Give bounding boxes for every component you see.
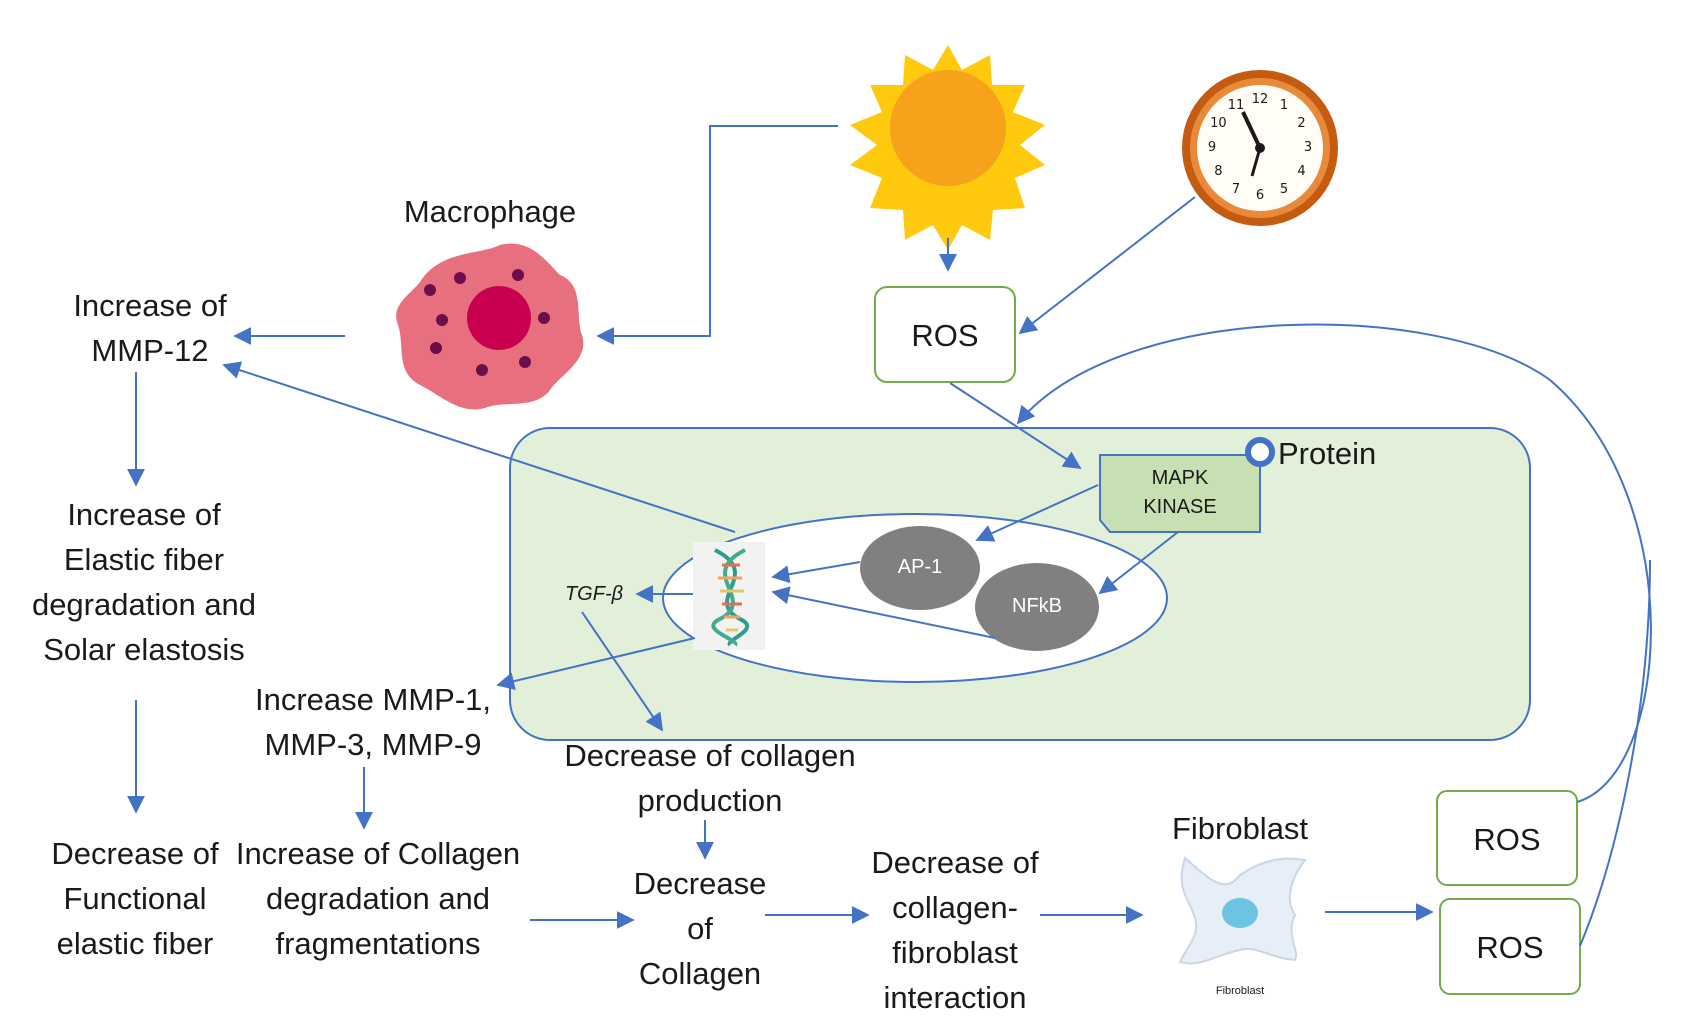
ap1-node (860, 526, 980, 610)
sun-icon (850, 45, 1045, 250)
clock-numeral: 5 (1279, 181, 1289, 197)
decrease-collagen-production-label: Decrease of collagen production (564, 738, 856, 818)
elastic-degradation-label: Increase of Elastic fiber degradation an… (31, 497, 257, 667)
protein-label: Protein (1278, 436, 1377, 471)
clock-numeral: 12 (1251, 92, 1269, 107)
dna-icon (693, 542, 765, 650)
arrow-ros-feedback-mid (1016, 323, 1652, 803)
arrow-ros-feedback-bottom (1579, 559, 1651, 947)
arrow-dna-to-mmp139 (496, 637, 696, 690)
clock-numeral: 10 (1210, 116, 1227, 131)
clock-numeral: 8 (1214, 164, 1223, 179)
clock-numeral: 4 (1297, 164, 1306, 179)
decrease-interaction-label: Decrease of collagen- fibroblast interac… (871, 845, 1039, 1015)
arrow-nfkb-to-dna (771, 586, 996, 639)
mapk-kinase-box (1099, 454, 1261, 533)
clock-numeral: 7 (1231, 181, 1241, 197)
ros-box-top (874, 286, 1016, 383)
tgf-beta-label: TGF-β (564, 583, 624, 605)
decrease-functional-elastic-label: Decrease of Functional elastic fiber (51, 836, 219, 961)
fibroblast-icon (1178, 856, 1307, 965)
clock-numeral: 1 (1279, 98, 1289, 114)
protein-marker-icon (1245, 437, 1275, 467)
arrows (127, 125, 1652, 947)
arrow-sun-to-macrophage (596, 125, 838, 345)
decrease-collagen-label: Decrease of Collagen (633, 866, 767, 991)
nfkb-label: NFkB (1012, 595, 1062, 617)
ros-box-mid (1436, 790, 1578, 886)
clock-numeral: 11 (1227, 98, 1245, 114)
macrophage-icon (396, 243, 584, 410)
mmp1-3-9-label: Increase MMP-1, MMP-3, MMP-9 (254, 682, 491, 762)
macrophage-label: Macrophage (403, 194, 577, 229)
fibroblast-title-label: Fibroblast (1171, 811, 1309, 846)
arrow-tgf-to-collagen-production (581, 611, 664, 732)
ros-box-bottom (1439, 898, 1581, 995)
clock-numeral: 9 (1207, 140, 1217, 155)
nfkb-node (975, 563, 1099, 651)
mapk-kinase-label: MAPK KINASE (1143, 467, 1217, 518)
ros-bottom-label: ROS (1476, 930, 1544, 965)
arrow-clock-to-ros (1018, 196, 1196, 335)
arrow-mapk-to-nfkb (1098, 531, 1179, 595)
clock-icon (1182, 70, 1338, 226)
clock-numeral: 3 (1303, 140, 1313, 155)
ap1-label: AP-1 (897, 556, 943, 578)
ros-mid-label: ROS (1473, 822, 1541, 857)
collagen-degradation-label: Increase of Collagen degradation and fra… (235, 836, 521, 961)
clock-numeral: 2 (1297, 116, 1306, 131)
arrow-dna-to-mmp12 (222, 361, 736, 533)
fibroblast-caption-label: Fibroblast (1215, 985, 1265, 997)
mmp12-label: Increase of MMP-12 (73, 288, 227, 368)
arrow-ap1-to-dna (771, 561, 861, 584)
ros-top-label: ROS (911, 318, 979, 353)
clock-numeral: 6 (1255, 188, 1265, 203)
arrow-mapk-to-ap1 (975, 484, 1099, 542)
arrow-ros-to-mapk (949, 382, 1082, 469)
